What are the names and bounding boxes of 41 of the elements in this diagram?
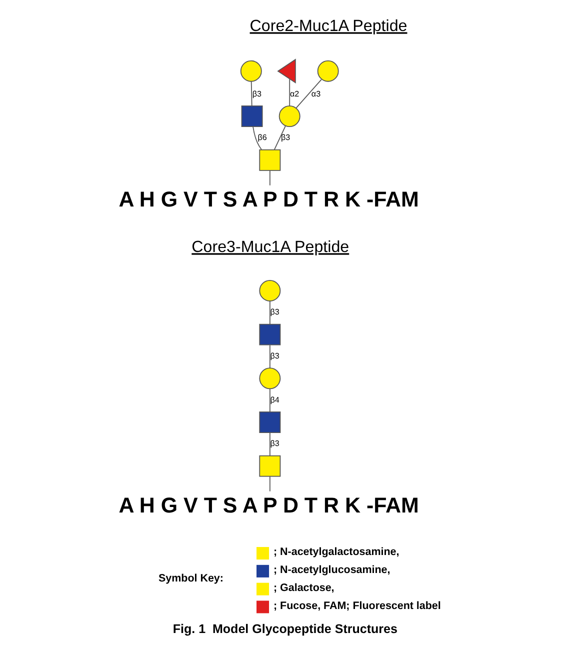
node-text: A H G V T S A P D T R K -FAM xyxy=(118,493,418,518)
connector xyxy=(252,126,262,150)
connector xyxy=(288,78,290,106)
legend-label: ; N-acetylglucosamine, xyxy=(273,564,390,576)
edge-label: α2 xyxy=(289,89,299,98)
node-circle xyxy=(258,368,280,390)
legend-label: ; Galactose, xyxy=(273,582,334,594)
node-text: A H G V T S A P D T R K -FAM xyxy=(118,187,418,212)
connector xyxy=(295,79,322,108)
node-box xyxy=(258,324,280,346)
node-circle xyxy=(258,280,280,302)
label: Symbol Key: xyxy=(158,572,223,585)
edge-label: β3 xyxy=(280,133,290,142)
edge-label: α3 xyxy=(310,89,320,98)
label: Core2-Muc1A Peptide xyxy=(249,17,407,36)
connector xyxy=(250,81,252,106)
connector xyxy=(268,388,270,412)
connector xyxy=(268,476,270,492)
edge-label: β3 xyxy=(270,439,279,448)
connector xyxy=(273,126,286,150)
connector xyxy=(268,344,270,369)
node-circle xyxy=(278,106,300,127)
node-box xyxy=(258,149,280,171)
node-box xyxy=(240,106,262,127)
edge-label: β4 xyxy=(270,395,279,404)
node-box xyxy=(258,411,280,433)
connector xyxy=(268,432,270,456)
edge-label: β3 xyxy=(270,308,279,317)
edge-label: β6 xyxy=(257,133,266,142)
caption: Fig. 1 Model Glycopeptide Structures xyxy=(172,622,397,636)
edge-label: β3 xyxy=(252,89,262,98)
node-box xyxy=(258,455,280,477)
node-circle xyxy=(240,60,262,82)
legend-label: ; N-acetylgalactosamine, xyxy=(273,546,399,558)
node-triangle xyxy=(276,58,296,84)
legend-label: ; Fucose, FAM; Fluorescent label xyxy=(273,600,440,612)
node-circle xyxy=(316,60,338,82)
connector xyxy=(268,300,270,325)
edge-label: β3 xyxy=(270,351,279,360)
label: Core3-Muc1A Peptide xyxy=(191,238,349,256)
connector xyxy=(268,170,270,186)
